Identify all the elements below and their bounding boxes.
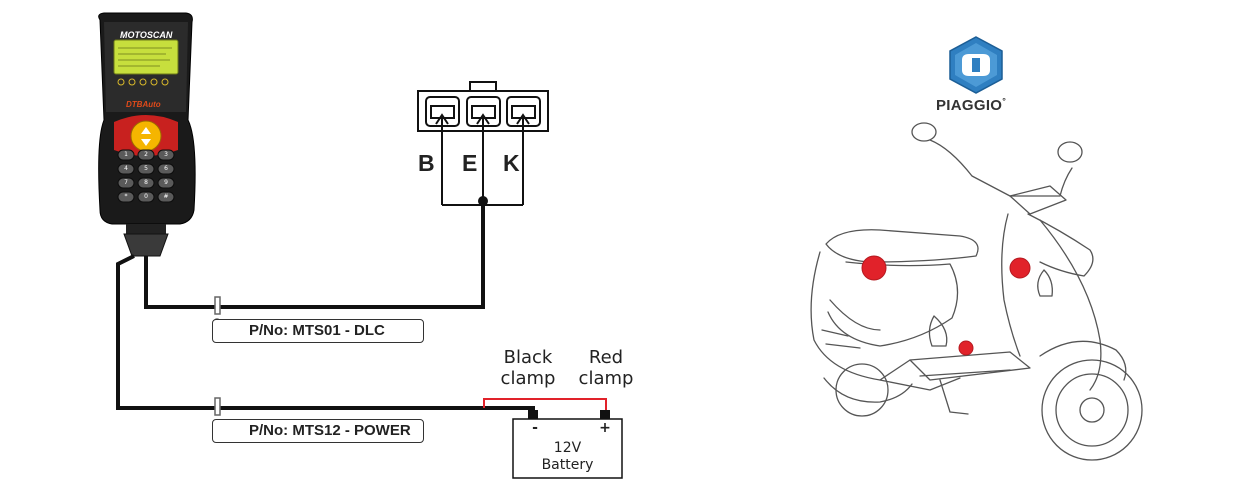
battery xyxy=(512,410,623,479)
device-connector xyxy=(123,233,169,257)
pin-label-k: K xyxy=(503,150,520,176)
keypad-key-label: 8 xyxy=(144,179,148,186)
keypad-key-label: 2 xyxy=(144,151,148,158)
connector-location-markers xyxy=(861,255,1031,356)
brand-name: PIAGGIO xyxy=(936,97,1003,114)
red-clamp-label: Red clamp xyxy=(570,347,642,389)
battery-plus-sign: + xyxy=(599,420,611,436)
keypad-key-label: 7 xyxy=(124,179,128,186)
keypad-key-label: 6 xyxy=(164,165,168,172)
keypad-key xyxy=(137,191,155,203)
device-screen xyxy=(113,39,179,75)
keypad-key xyxy=(137,149,155,161)
black-clamp-line1: Black xyxy=(503,347,553,368)
dlc-cable-tag: P/No: MTS01 - DLC xyxy=(212,319,424,343)
black-clamp-label: Black clamp xyxy=(492,347,564,389)
red-clamp-line2: clamp xyxy=(578,368,634,389)
device-maker: DTBAuto xyxy=(126,100,161,109)
motoscan-device xyxy=(98,12,196,257)
pin-label-b: B xyxy=(418,150,435,176)
power-cable-tag: P/No: MTS12 - POWER xyxy=(212,419,424,443)
battery-minus-sign: - xyxy=(532,420,538,436)
battery-label: 12V Battery xyxy=(513,440,622,474)
keypad-key xyxy=(117,163,135,175)
dlc-cable xyxy=(144,201,485,309)
nav-center-button xyxy=(130,120,162,152)
device-keypad xyxy=(117,149,175,203)
keypad-key-label: # xyxy=(163,193,169,200)
keypad-key xyxy=(157,149,175,161)
keypad-key xyxy=(137,177,155,189)
dlc-cable-label: P/No: MTS01 - DLC xyxy=(249,322,385,339)
battery-voltage: 12V xyxy=(553,440,582,456)
red-lead xyxy=(483,398,607,412)
device-brand: MOTOSCAN xyxy=(120,30,173,40)
keypad-key xyxy=(117,191,135,203)
keypad-key-label: * xyxy=(124,193,128,200)
keypad-key-label: 5 xyxy=(144,165,148,172)
piaggio-wordmark: PIAGGIO° xyxy=(936,96,1006,114)
keypad-key xyxy=(157,191,175,203)
keypad-key-label: 3 xyxy=(164,151,168,158)
power-cable-label: P/No: MTS12 - POWER xyxy=(249,422,411,439)
red-clamp-line1: Red xyxy=(588,347,624,368)
marker-floorboard xyxy=(958,340,974,356)
pin-label-e: E xyxy=(462,150,478,176)
keypad-key-label: 1 xyxy=(124,151,128,158)
marker-under-seat xyxy=(861,255,887,281)
scooter-illustration xyxy=(810,122,1143,461)
black-clamp-line2: clamp xyxy=(500,368,556,389)
positive-terminal xyxy=(600,410,610,419)
piaggio-shield-logo xyxy=(949,36,1003,94)
keypad-key xyxy=(157,163,175,175)
keypad-key-label: 4 xyxy=(124,165,128,172)
keypad-key-label: 0 xyxy=(144,193,148,200)
negative-terminal xyxy=(528,410,538,419)
keypad-key-label: 9 xyxy=(164,179,168,186)
keypad-key xyxy=(137,163,155,175)
battery-name: Battery xyxy=(541,457,594,473)
keypad-key xyxy=(117,177,135,189)
keypad-key xyxy=(157,177,175,189)
tag-ties xyxy=(213,296,221,428)
brand-mark: ° xyxy=(1002,96,1007,106)
keypad-key xyxy=(117,149,135,161)
marker-front-shield xyxy=(1009,257,1031,279)
